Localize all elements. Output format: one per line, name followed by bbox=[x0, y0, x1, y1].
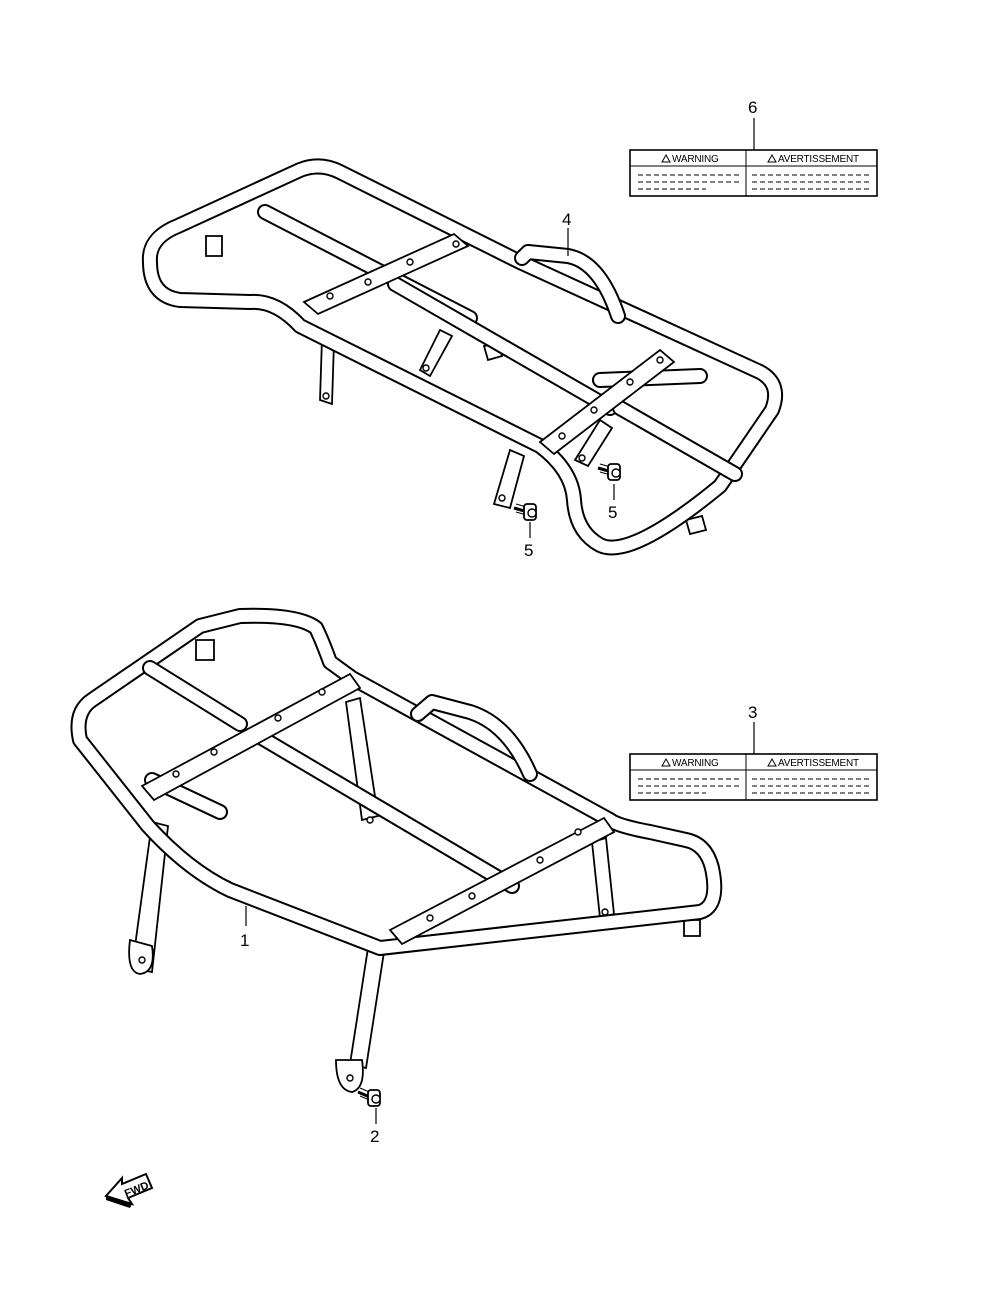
label-avertissement-text: AVERTISSEMENT bbox=[778, 154, 859, 165]
warning-triangle-icon bbox=[767, 153, 777, 163]
callout-6: 6 bbox=[748, 98, 757, 117]
callout-5: 5 bbox=[524, 541, 533, 560]
mount-bar bbox=[538, 348, 676, 456]
rear-carrier-rack[interactable] bbox=[141, 158, 783, 556]
front-carrier-leg bbox=[591, 836, 615, 920]
callout-5: 5 bbox=[608, 503, 617, 522]
rear-carrier-leg bbox=[418, 328, 454, 378]
warning-triangle-icon bbox=[661, 757, 671, 767]
front-carrier-leg bbox=[128, 820, 169, 975]
mount-bar bbox=[302, 232, 470, 316]
rear-carrier-leg bbox=[492, 448, 526, 510]
front-carrier-leg bbox=[345, 696, 380, 824]
callout-1: 1 bbox=[240, 931, 249, 950]
forward-arrow-icon: FWD bbox=[104, 1172, 154, 1208]
mount-tab bbox=[683, 919, 701, 937]
mount-tab bbox=[205, 235, 223, 257]
mount-tab bbox=[195, 639, 215, 661]
bolt-icon[interactable] bbox=[597, 463, 621, 481]
warning-triangle-icon bbox=[767, 757, 777, 767]
front-carrier-rack[interactable] bbox=[70, 607, 723, 1093]
rear-carrier-leg bbox=[573, 418, 614, 468]
mount-bar bbox=[140, 672, 362, 802]
callout-4: 4 bbox=[562, 210, 571, 229]
warning-triangle-icon bbox=[661, 153, 671, 163]
mount-tab bbox=[684, 514, 708, 536]
bolt-icon[interactable] bbox=[357, 1087, 381, 1107]
warning-label-top[interactable]: WARNING AVERTISSEMENT bbox=[629, 149, 878, 197]
mount-bar bbox=[388, 816, 616, 946]
bolt-icon[interactable] bbox=[513, 503, 537, 521]
label-avertissement-text: AVERTISSEMENT bbox=[778, 758, 859, 769]
label-warning-text: WARNING bbox=[672, 154, 719, 165]
label-warning-text: WARNING bbox=[672, 758, 719, 769]
front-carrier-leg bbox=[335, 946, 386, 1093]
warning-label-bottom[interactable]: WARNING AVERTISSEMENT bbox=[629, 753, 878, 801]
callout-2: 2 bbox=[370, 1127, 379, 1146]
callout-3: 3 bbox=[748, 703, 757, 722]
